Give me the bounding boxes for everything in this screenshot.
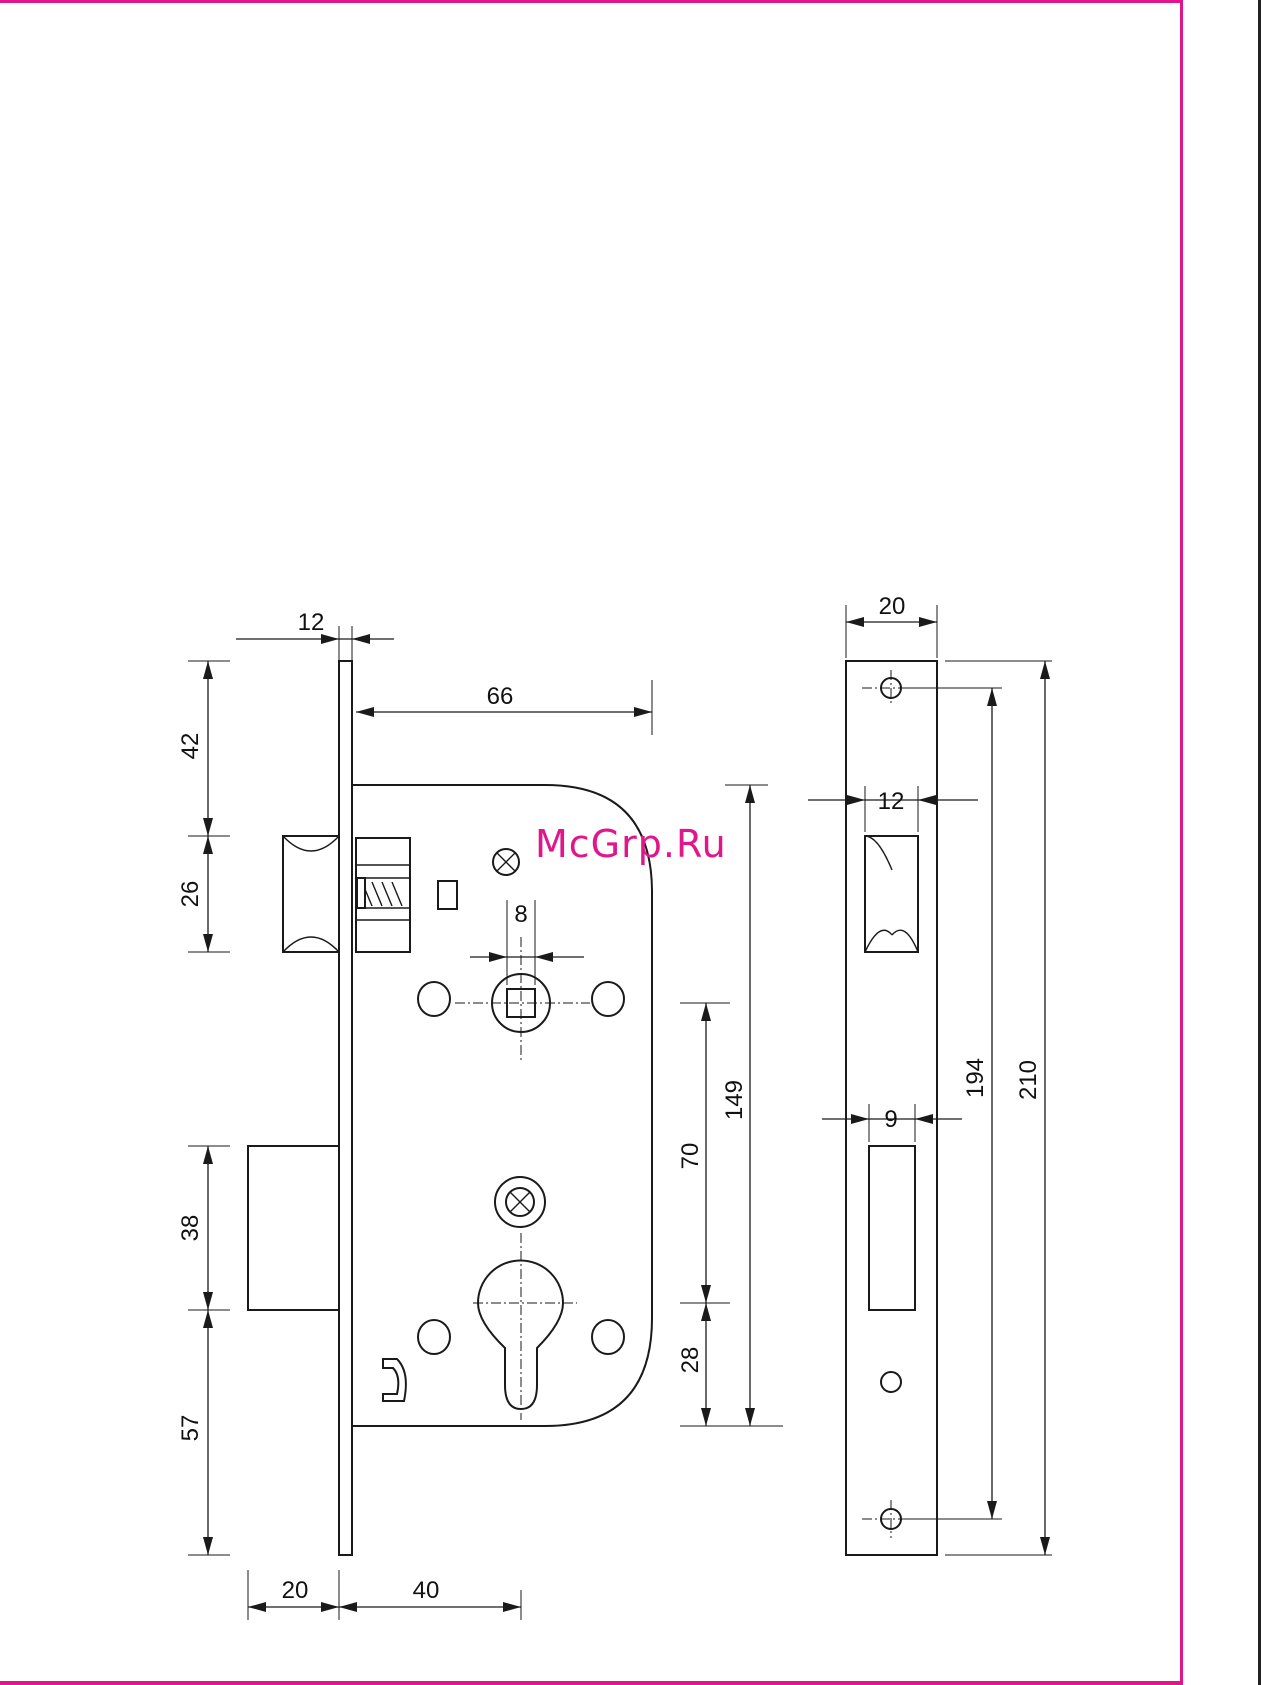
dim-bolt-height: 38 [177,1215,204,1242]
strike-latch-window [865,836,918,952]
dim-backset-top: 66 [487,683,514,710]
mount-hole-bottom-right [592,1320,624,1354]
case-screw-top-icon [493,849,519,875]
dim-spindle-square: 8 [514,901,527,928]
dim-strike-bolt-window: 9 [884,1106,897,1133]
dim-strike-hole-spacing: 194 [962,1058,989,1098]
deadbolt [248,1146,339,1310]
case-screw-middle-icon [495,1177,545,1227]
dim-cylinder-to-bottom: 28 [677,1347,704,1374]
case-slot [438,881,457,909]
dim-spindle-to-cylinder: 70 [677,1143,704,1170]
dim-top-to-latch: 42 [177,733,204,760]
mount-hole-top-left [418,982,450,1016]
dim-strike-width: 20 [879,593,906,620]
strike-bolt-window [869,1146,915,1310]
lock-body [248,661,652,1555]
mount-hole-top-right [592,982,624,1016]
dim-backset-bottom: 40 [413,1577,440,1604]
dim-latch-height: 26 [177,881,204,908]
strike-hole [881,1372,901,1392]
dim-strike-latch-window: 12 [878,788,905,815]
dim-body-height: 149 [721,1080,748,1120]
dim-bolt-throw: 20 [282,1577,309,1604]
dim-faceplate-thickness: 12 [298,609,325,636]
dim-bolt-to-bottom: 57 [177,1415,204,1442]
watermark-text: McGrp.Ru [535,822,727,866]
mount-hole-bottom-left [418,1320,450,1354]
faceplate [339,661,352,1555]
dim-strike-length: 210 [1015,1060,1042,1100]
